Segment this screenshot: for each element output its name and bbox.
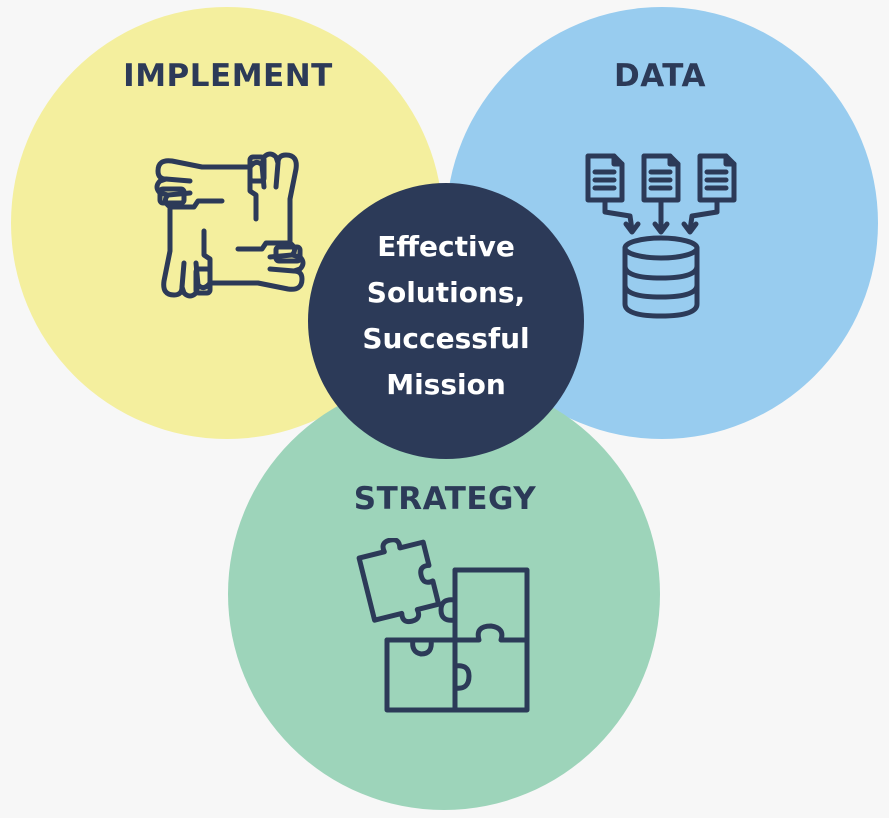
- center-line-4: Mission: [386, 368, 506, 401]
- center-line-3: Successful: [362, 322, 530, 355]
- four-hands-teamwork-icon: [154, 151, 306, 299]
- center-line-1: Effective: [377, 230, 515, 263]
- center-circle: [308, 183, 584, 459]
- implement-label: IMPLEMENT: [123, 58, 333, 94]
- puzzle-pieces-icon: [356, 538, 530, 713]
- center-message: Effective Solutions, Successful Mission: [308, 224, 584, 408]
- strategy-label: STRATEGY: [353, 481, 537, 517]
- center-line-2: Solutions,: [366, 276, 526, 309]
- data-label: DATA: [613, 58, 707, 94]
- documents-to-database-icon: [585, 153, 737, 319]
